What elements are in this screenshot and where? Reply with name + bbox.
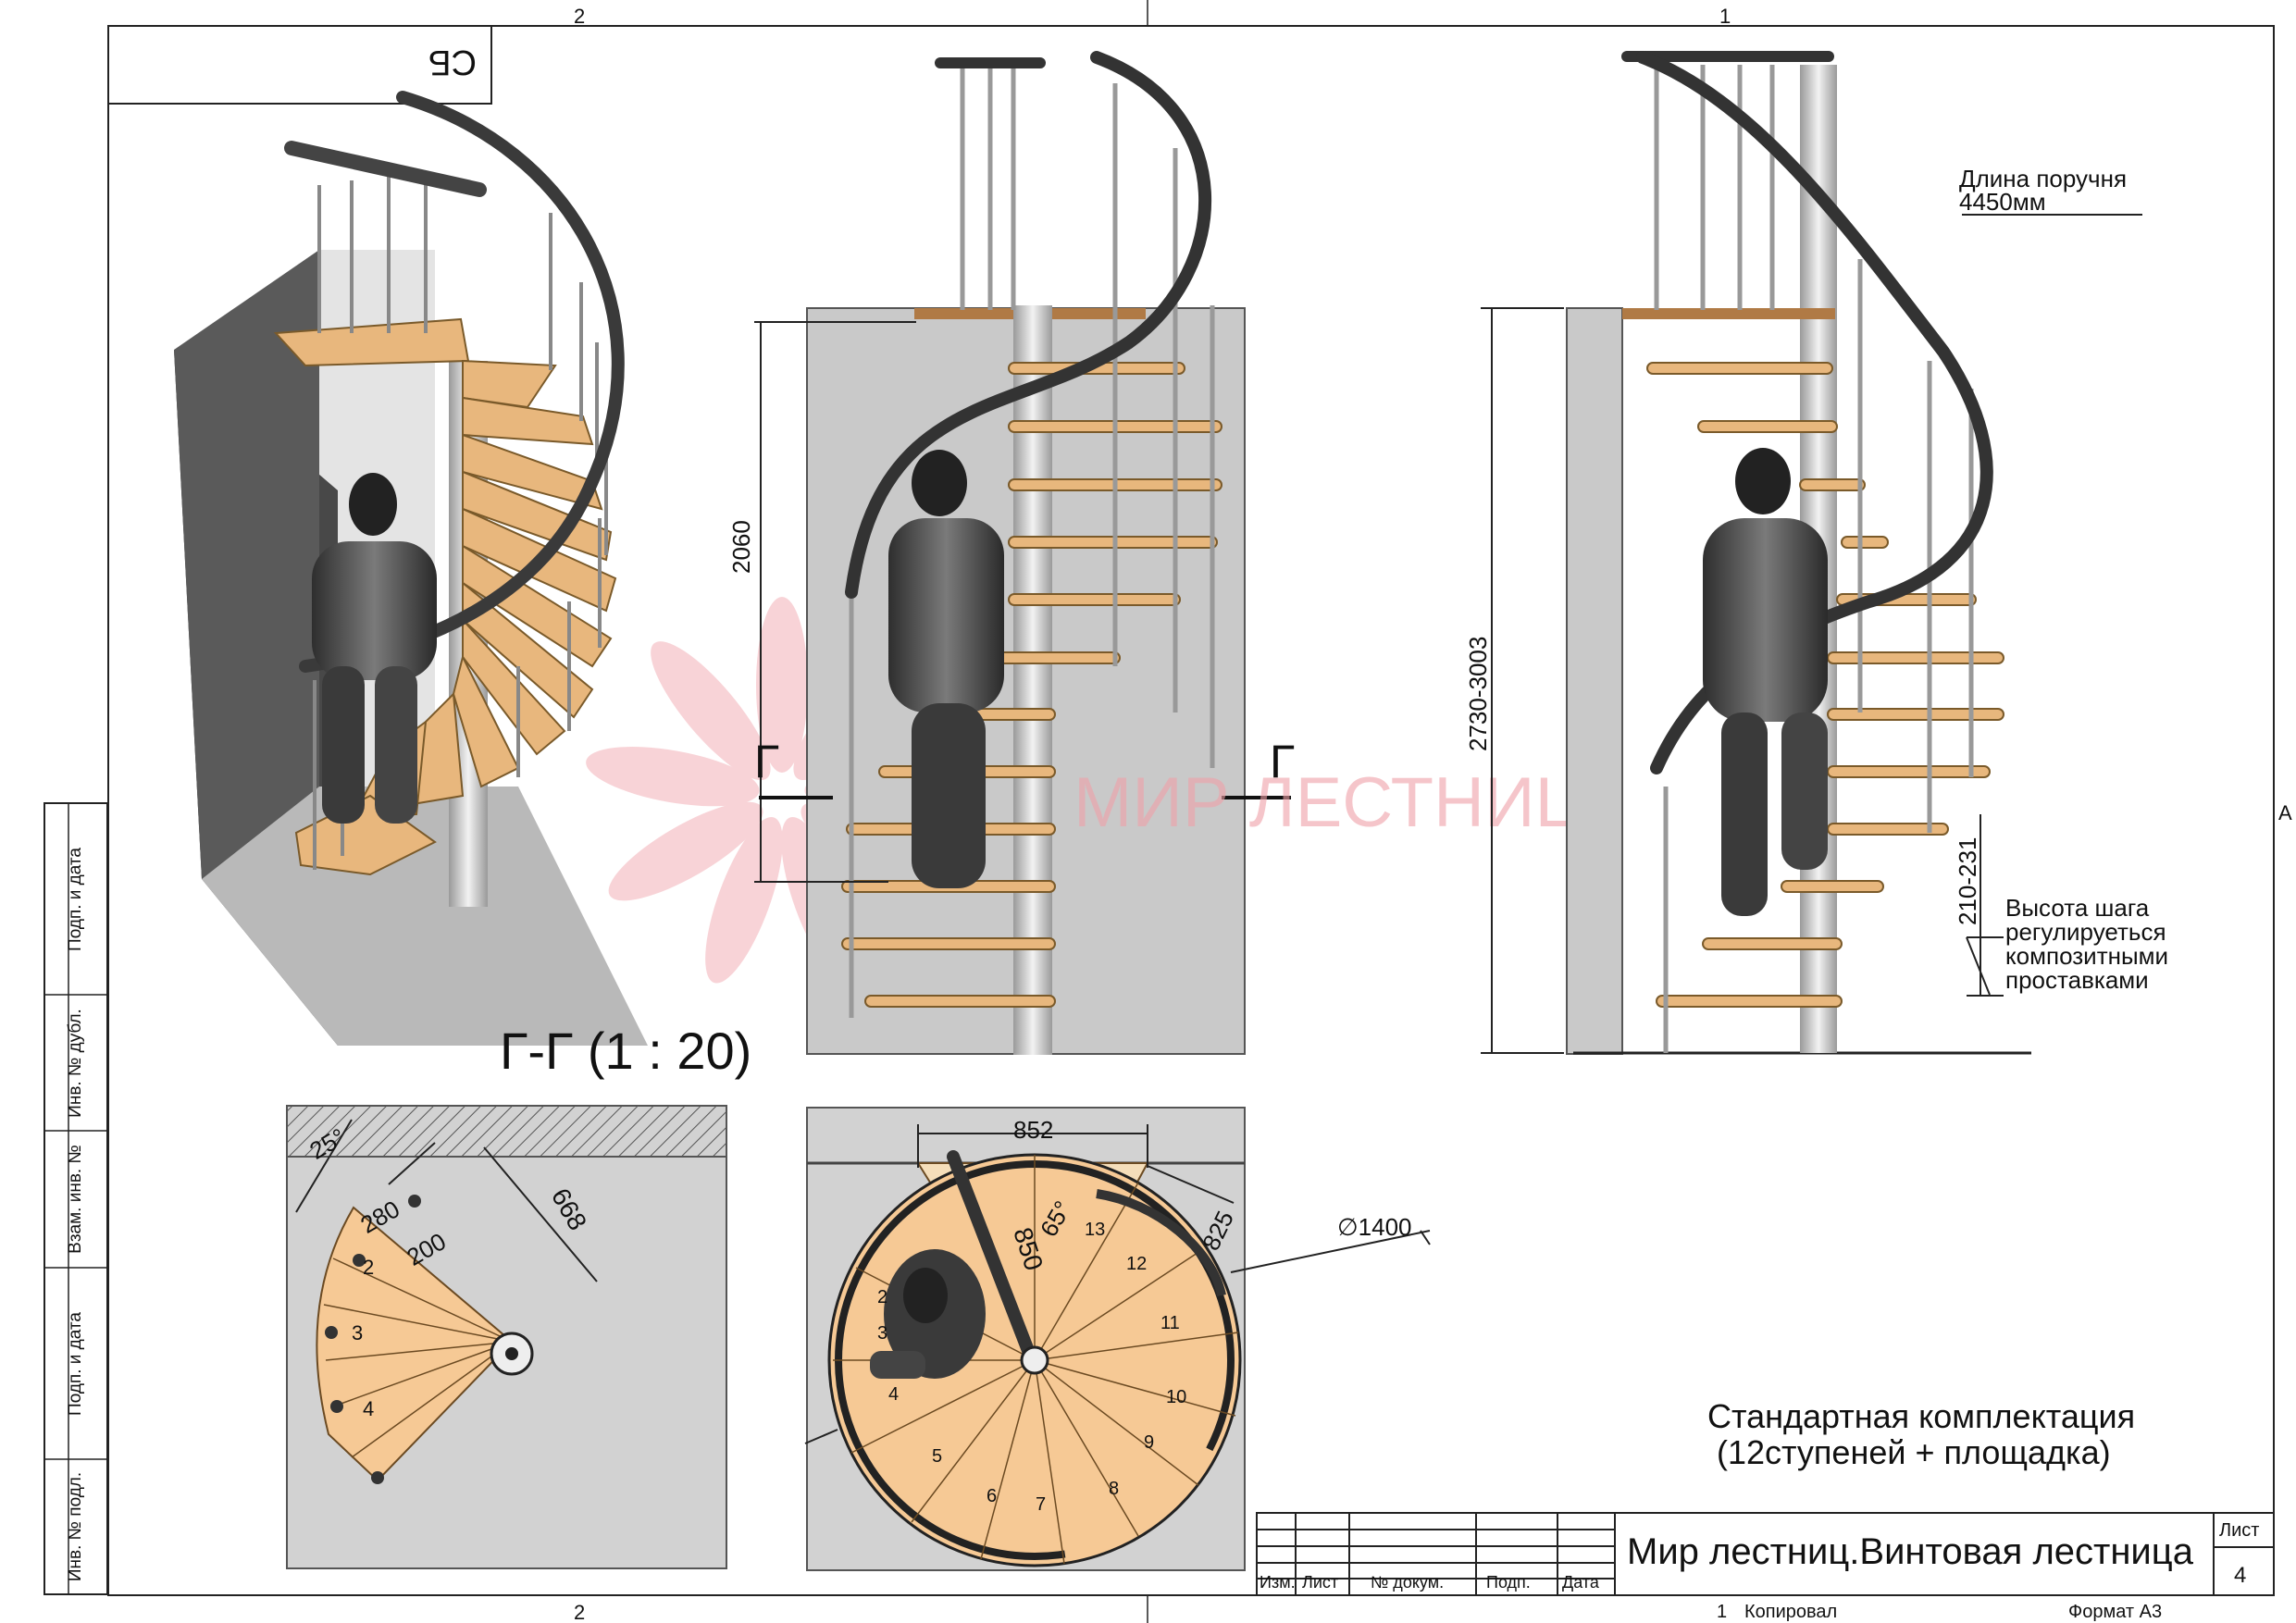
note-line-2: (12ступеней + площадка) (1717, 1433, 2111, 1471)
title-block-header-izm: Изм. (1260, 1573, 1296, 1592)
title-block-sheet-label: Лист (2219, 1520, 2259, 1541)
front-elevation: 2060 Г Г (727, 51, 1295, 1055)
title-block-title: Мир лестниц.Винтовая лестница (1627, 1531, 2194, 1572)
watermark-text: МИР ЛЕСТНИЦ (1074, 763, 1587, 842)
copied-label: Копировал (1744, 1602, 1837, 1622)
dim-step: 210-231 (1954, 837, 1981, 925)
isometric-view (174, 91, 648, 1046)
side-stamp (43, 802, 108, 1595)
plan-right-step-4: 4 (888, 1384, 899, 1405)
side-stamp-cell-5: Инв. № подл. (44, 1459, 107, 1594)
side-stamp-cell-4: Подп. и дата (44, 1268, 107, 1459)
title-block-header-doc: № докум. (1371, 1573, 1444, 1592)
bottom-marker: 1 (1717, 1602, 1727, 1622)
zone-top-left: 2 (574, 5, 585, 28)
handrail-note-1: Длина поручня (1959, 165, 2127, 192)
title-block-header-sign: Подп. (1486, 1573, 1531, 1592)
plan-right-step-3: 3 (877, 1323, 887, 1344)
plan-right-step-11: 11 (1160, 1313, 1180, 1333)
step-note-4: проставками (2005, 966, 2149, 994)
plan-right-step-9: 9 (1144, 1432, 1154, 1453)
plan-right-step-8: 8 (1109, 1479, 1119, 1499)
zone-right: A (2278, 801, 2292, 824)
dim-2060-line (754, 321, 916, 883)
section-mark-right: Г (1270, 736, 1295, 787)
side-stamp-cell-3: Взам. инв. № (44, 1131, 107, 1268)
step-note-1: Высота шага (2005, 894, 2150, 922)
plan-right-step-2: 2 (877, 1287, 887, 1307)
side-stamp-label-2: Инв. № дубл. (66, 1008, 85, 1118)
plan-right-step-6: 6 (987, 1486, 997, 1506)
plan-right-step-5: 5 (932, 1446, 942, 1467)
side-stamp-label-5: Инв. № подл. (66, 1471, 86, 1582)
stamp-label: СБ (428, 43, 477, 81)
title-block-sheet-number: 4 (2234, 1563, 2246, 1588)
zone-bottom-left: 2 (574, 1601, 585, 1623)
plan-left: 25° 280 200 668 2 3 4 (286, 1105, 727, 1569)
dim-2060: 2060 (727, 520, 755, 574)
title-block (1256, 1512, 2275, 1596)
title-block-header-date: Дата (1562, 1573, 1600, 1592)
step-note-3: композитными (2005, 942, 2168, 970)
plan-right-diameter: ∅1400 (1337, 1213, 1412, 1241)
human-figure-side (1703, 448, 1828, 916)
side-stamp-cell-2: Инв. № дубл. (44, 995, 107, 1131)
section-label: Г-Г (1 : 20) (500, 1022, 751, 1080)
title-block-header-list: Лист (1302, 1573, 1338, 1592)
human-figure-front (888, 450, 1004, 888)
human-figure-iso (312, 473, 437, 824)
human-figure-plan (870, 1249, 986, 1379)
plan-left-step-4: 4 (363, 1397, 374, 1420)
plan-right-step-12: 12 (1126, 1254, 1147, 1274)
handrail-note-2: 4450мм (1959, 188, 2046, 216)
note-line-1: Стандартная комплектация (1707, 1397, 2135, 1435)
drawing-frame: 2 1 2 A СБ (107, 0, 2292, 1623)
plan-right-dim-852: 852 (1013, 1116, 1053, 1144)
plan-right: 852 850 825 65° ∅1400 2 3 4 5 6 7 8 9 10… (804, 1107, 1431, 1571)
side-stamp-label-1: Подп. и дата (66, 847, 86, 951)
stamp-box (107, 25, 492, 105)
plan-left-step-2: 2 (363, 1256, 374, 1279)
side-stamp-label-4: Подп. и дата (66, 1311, 86, 1416)
side-stamp-label-3: Взам. инв. № (66, 1145, 85, 1254)
section-mark-left: Г (754, 736, 779, 787)
plan-right-step-13: 13 (1085, 1220, 1105, 1240)
plan-left-step-3: 3 (352, 1321, 363, 1344)
step-note-2: регулируеться (2005, 918, 2166, 946)
format-label: Формат А3 (2068, 1602, 2162, 1622)
side-stamp-cell-1: Подп. и дата (44, 803, 107, 995)
zone-top-right: 1 (1719, 5, 1731, 28)
plan-right-step-7: 7 (1036, 1494, 1046, 1515)
plan-right-step-10: 10 (1166, 1387, 1186, 1407)
dim-height: 2730-3003 (1464, 637, 1492, 751)
side-elevation: 2730-3003 210-231 Длина поручня 4450мм В… (1464, 51, 2168, 1055)
